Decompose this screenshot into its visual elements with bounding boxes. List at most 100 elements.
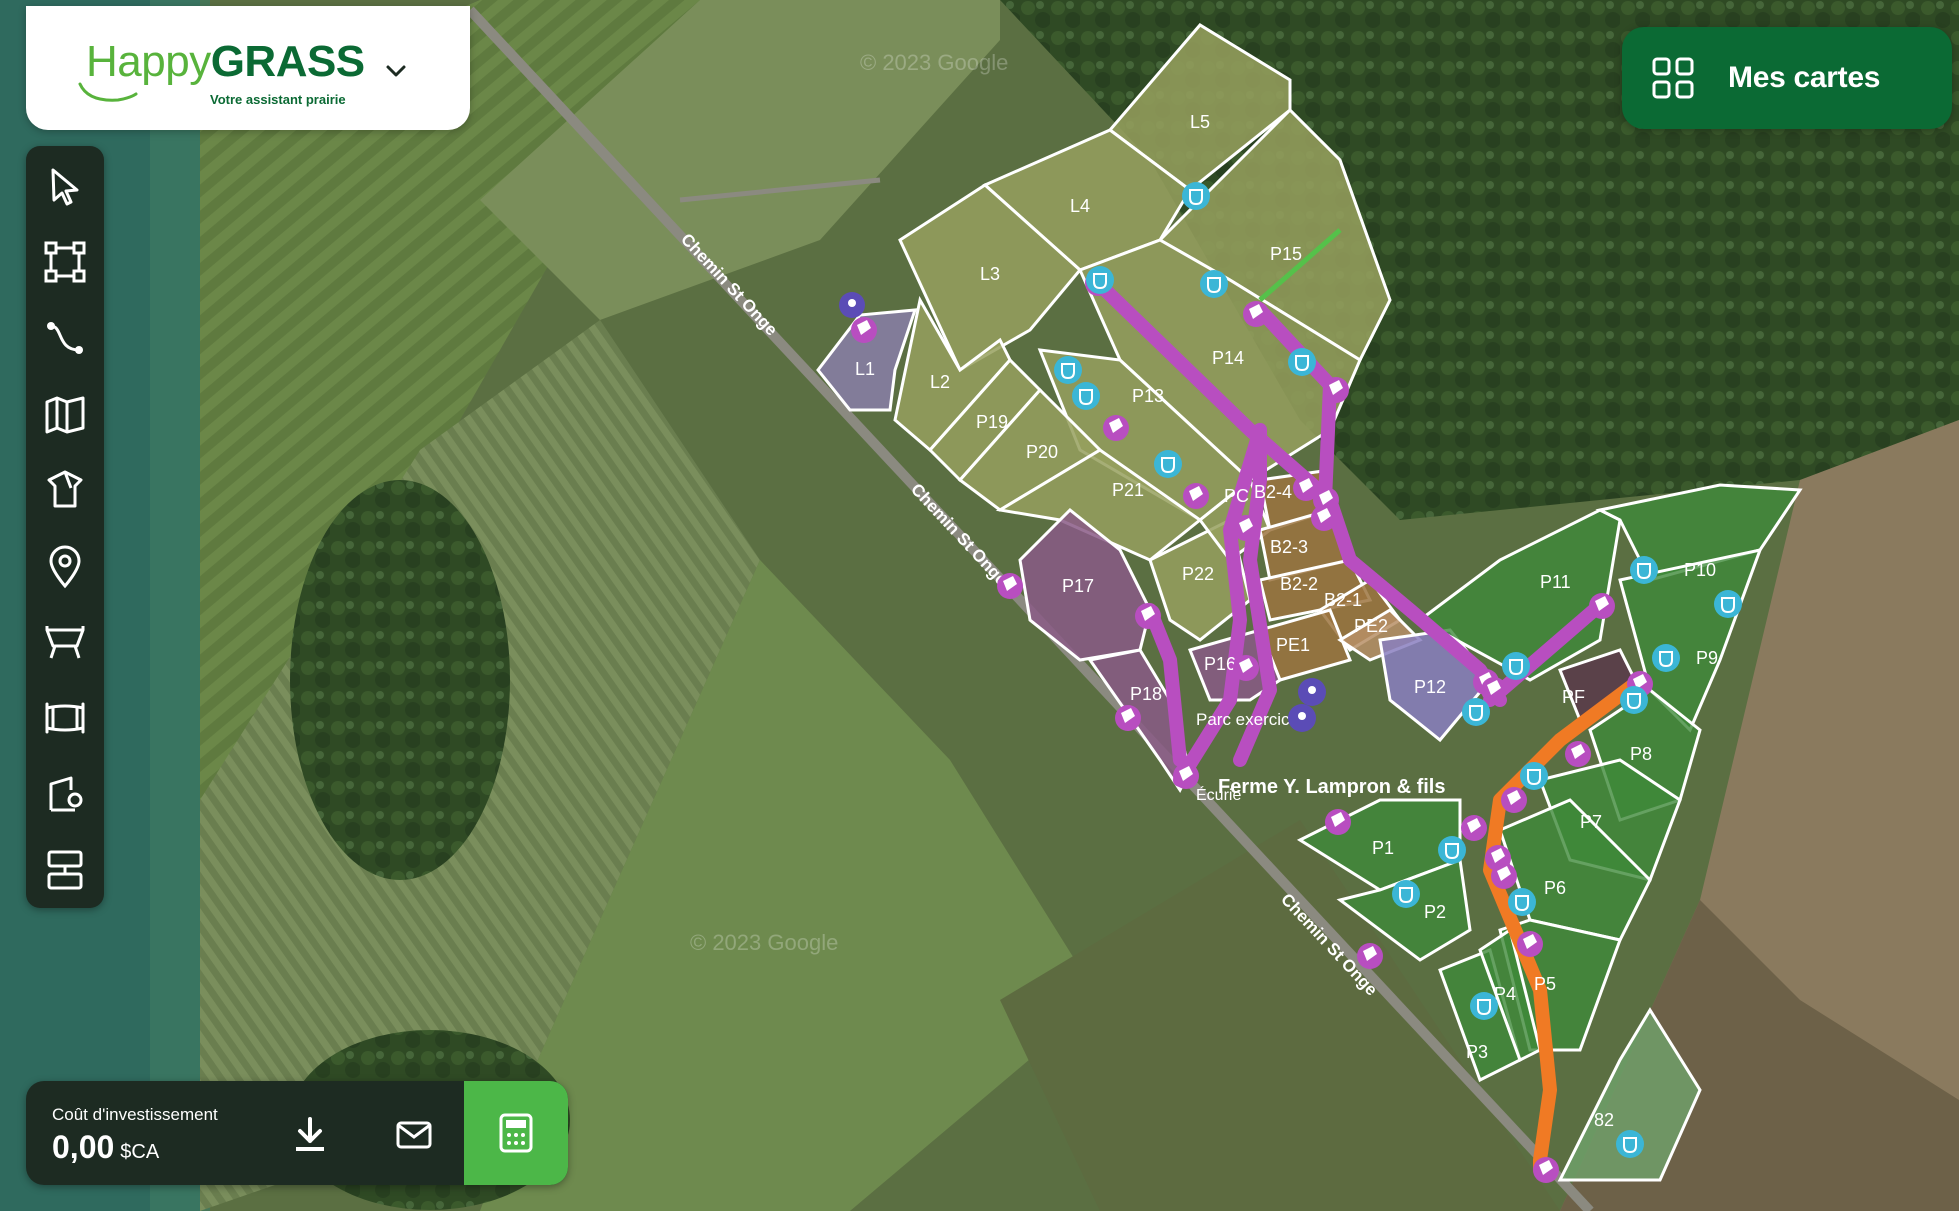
gate-marker[interactable] [1173,763,1199,789]
parcel-P2[interactable] [1336,857,1472,962]
label-P5: P5 [1534,974,1556,994]
water-markers[interactable] [1054,182,1742,1158]
parcel-P21[interactable] [995,448,1203,562]
gate-marker[interactable] [1115,705,1141,731]
chevron-down-icon[interactable] [381,56,411,86]
draw-path-icon [47,322,83,354]
gate-marker[interactable] [1491,863,1517,889]
water-marker[interactable] [1438,836,1466,864]
water-marker[interactable] [1502,652,1530,680]
label-L5: L5 [1190,112,1210,132]
parcel-P17[interactable] [1018,507,1152,662]
gate-marker[interactable] [1233,515,1259,541]
label-B2-2: B2-2 [1280,574,1318,594]
cost-label: Coût d'investissement [52,1105,218,1124]
gate-marker[interactable] [1565,741,1591,767]
water-marker[interactable] [1470,992,1498,1020]
label-P9: P9 [1696,648,1718,668]
lane-path[interactable] [1233,423,1277,767]
woodland [290,480,510,880]
gate-marker[interactable] [1183,483,1209,509]
lane-path[interactable] [1173,423,1267,787]
mail-icon[interactable] [392,1113,436,1157]
tool-location-pin-button[interactable] [39,540,91,592]
gate-marker[interactable] [1243,301,1269,327]
water-marker[interactable] [1072,382,1100,410]
location-pin[interactable] [1288,704,1316,732]
tool-select-button[interactable] [39,160,91,212]
water-marker[interactable] [1652,644,1680,672]
logo-swoosh-icon [78,82,138,102]
water-marker[interactable] [1182,182,1210,210]
cost-value: 0,00$CA [52,1129,159,1166]
gate-marker[interactable] [1517,931,1543,957]
lane-path[interactable] [1143,603,1187,767]
label-B2-4: B2-4 [1254,482,1292,502]
cost-currency: $CA [120,1141,160,1163]
water-marker[interactable] [1086,266,1114,294]
gate-marker[interactable] [1589,593,1615,619]
water-marker[interactable] [1392,880,1420,908]
water-marker[interactable] [1630,556,1658,584]
tool-feeder-button[interactable] [39,616,91,668]
gate-marker[interactable] [1293,475,1319,501]
tool-draw-area-button[interactable] [39,236,91,288]
gate-marker[interactable] [1323,377,1349,403]
gate-marker[interactable] [1481,677,1507,703]
water-marker[interactable] [1520,762,1548,790]
gate-marker[interactable] [1461,815,1487,841]
water-marker[interactable] [1154,450,1182,478]
gate-marker[interactable] [1533,1157,1559,1183]
parcel-group-east[interactable] [1296,483,1803,1182]
my-maps-button[interactable]: Mes cartes [1622,27,1952,129]
label-P22: P22 [1182,564,1214,584]
farm-strip [480,560,1100,1211]
gate-marker[interactable] [997,573,1023,599]
tool-water-trough-button[interactable] [39,464,91,516]
grid-icon [1652,57,1694,99]
gate-marker[interactable] [1103,415,1129,441]
water-marker[interactable] [1462,698,1490,726]
label-82: 82 [1594,1110,1614,1130]
water-marker[interactable] [1714,590,1742,618]
lane-path[interactable] [1091,276,1507,707]
tool-draw-path-button[interactable] [39,312,91,364]
gate-marker[interactable] [1501,787,1527,813]
gate-icon [45,702,85,734]
path-group-magenta[interactable] [1091,276,1607,787]
select-arrow-icon [51,168,79,206]
label-P18: P18 [1130,684,1162,704]
tool-map-layer-button[interactable] [39,388,91,440]
tool-water-point-button[interactable] [39,768,91,820]
water-point-icon [49,776,83,812]
gate-marker[interactable] [1357,943,1383,969]
water-marker[interactable] [1288,348,1316,376]
tool-gate-button[interactable] [39,692,91,744]
water-marker[interactable] [1200,270,1228,298]
logo-tagline: Votre assistant prairie [210,92,346,107]
tool-fence-button[interactable] [39,844,91,896]
lane-path[interactable] [1483,598,1607,707]
water-marker[interactable] [1620,686,1648,714]
map-watermark: © 2023 Google [860,50,1008,75]
gate-marker[interactable] [1325,809,1351,835]
gate-marker[interactable] [1233,655,1259,681]
location-pin[interactable] [1298,678,1326,706]
download-icon[interactable] [288,1113,332,1157]
gate-markers[interactable] [851,270,1653,1183]
water-marker[interactable] [1508,888,1536,916]
gate-marker[interactable] [1135,603,1161,629]
parcel-L3[interactable] [898,183,1083,373]
water-marker[interactable] [1054,356,1082,384]
parcel-82[interactable] [1557,1007,1702,1182]
brand-panel[interactable]: HappyGRASS Votre assistant prairie [26,6,470,130]
label-PF: PF [1562,687,1585,707]
gate-marker[interactable] [851,317,877,343]
location-pins[interactable] [839,292,1326,732]
water-marker[interactable] [1616,1130,1644,1158]
lane-path-orange[interactable] [1483,673,1647,1177]
calculator-button[interactable] [464,1081,568,1185]
gate-marker[interactable] [1311,505,1337,531]
location-pin[interactable] [839,292,865,318]
